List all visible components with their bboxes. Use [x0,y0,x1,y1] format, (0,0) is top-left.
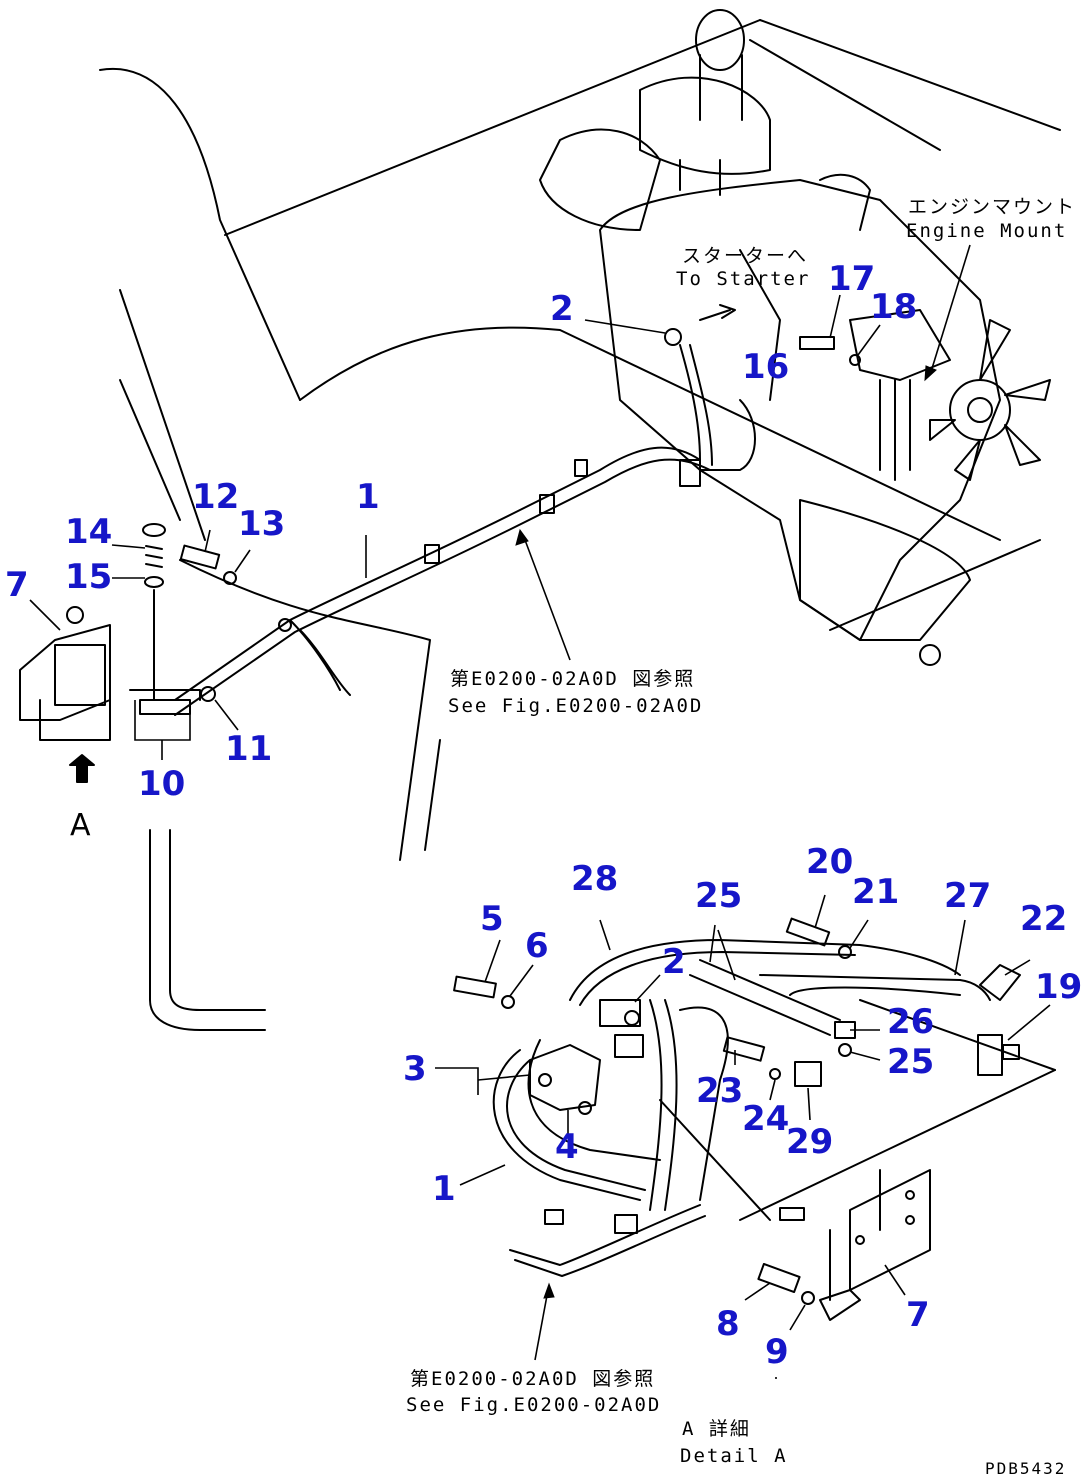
engine-mount-jp-label: エンジンマウント [908,196,1076,218]
view-a-label: A [70,808,91,843]
annotation-notes: エンジンマウント Engine Mount スターターへ To Starter … [70,196,1076,1478]
callout-3: 3 [403,1049,427,1089]
to-starter-jp-label: スターターへ [682,245,808,267]
callout-7-detail: 7 [906,1295,930,1335]
callout-5: 5 [480,899,504,939]
callout-2-top: 2 [550,289,574,329]
callout-25-right: 25 [887,1042,934,1082]
wiring-harness-top [19,304,861,783]
callout-9: 9 [765,1332,789,1372]
drawing-code: PDB5432 [985,1459,1066,1478]
callout-10: 10 [138,764,185,804]
callout-23: 23 [696,1071,743,1111]
callout-20: 20 [806,842,853,882]
see-fig-top-jp-label: 第E0200-02A0D 図参照 [450,668,695,690]
callout-24: 24 [742,1099,789,1139]
callout-25-top: 25 [695,876,742,916]
callout-28: 28 [571,859,618,899]
callout-11: 11 [225,729,272,769]
callout-7-top: 7 [5,565,29,605]
callout-6: 6 [525,926,549,966]
callout-26: 26 [887,1002,934,1042]
machine-outline [99,19,1061,1031]
see-fig-top-en-label: See Fig.E0200-02A0D [448,695,703,717]
callout-16: 16 [742,347,789,387]
callout-18: 18 [870,287,917,327]
engine-outline [539,9,1051,666]
callout-17: 17 [828,259,875,299]
detail-a-en-label: Detail A [680,1445,788,1467]
detail-a-jp-label: A 詳細 [682,1418,751,1440]
callout-1-top: 1 [356,477,380,517]
to-starter-en-label: To Starter [676,268,810,290]
callout-21: 21 [852,872,899,912]
callout-22: 22 [1020,899,1067,939]
callout-19: 19 [1035,967,1082,1007]
callout-numbers: 1 2 7 10 11 12 13 14 15 16 17 18 1 2 3 4… [5,259,1082,1372]
callout-4: 4 [555,1127,579,1167]
callout-2-detail: 2 [662,942,686,982]
callout-14: 14 [65,512,112,552]
leader-lines [29,244,1051,1379]
engine-mount-en-label: Engine Mount [906,220,1067,242]
see-fig-bottom-en-label: See Fig.E0200-02A0D [406,1394,661,1416]
see-fig-bottom-jp-label: 第E0200-02A0D 図参照 [410,1368,655,1390]
callout-8: 8 [716,1304,740,1344]
callout-27: 27 [944,876,991,916]
callout-12: 12 [192,477,239,517]
callout-1-detail: 1 [432,1169,456,1209]
callout-15: 15 [65,557,112,597]
callout-29: 29 [786,1122,833,1162]
callout-13: 13 [238,504,285,544]
